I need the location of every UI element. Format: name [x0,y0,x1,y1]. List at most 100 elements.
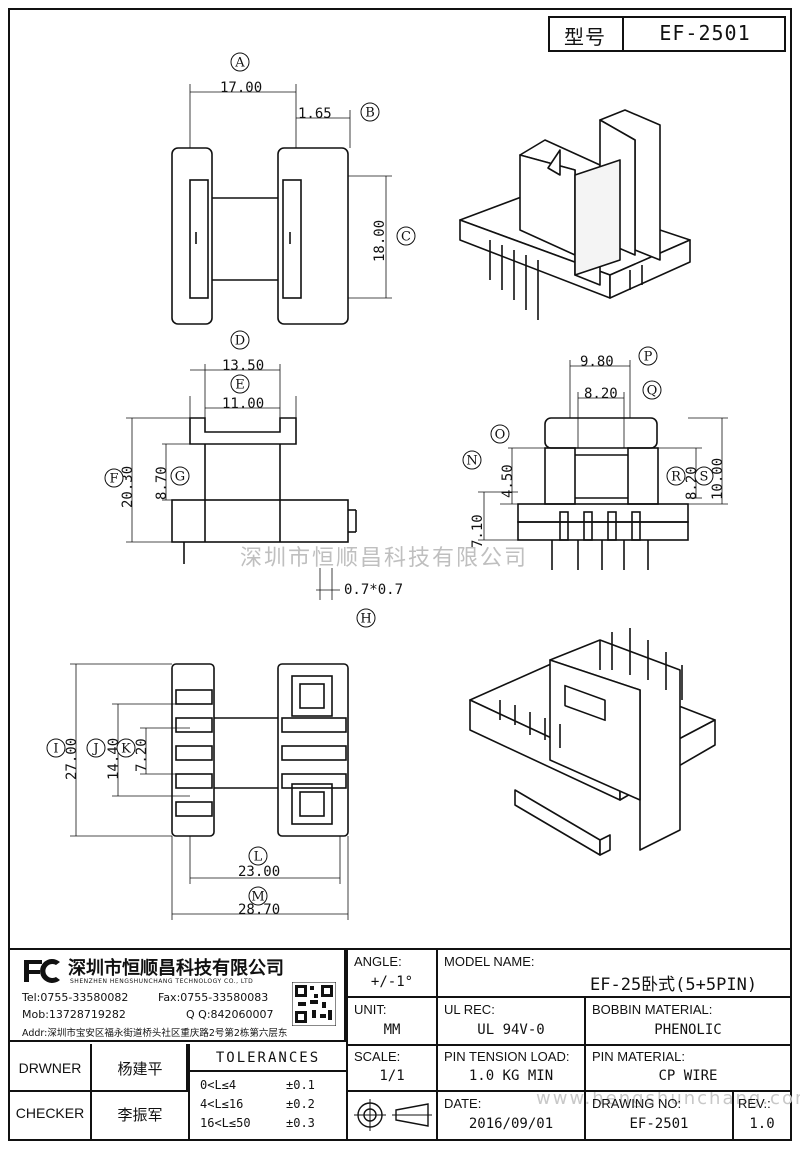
callout-q-circle [642,380,662,400]
callout-c-label: C [401,230,411,245]
callout-e-circle [230,374,250,394]
company-tel: Tel:0755-33580082 [22,991,129,1004]
company-mob: Mob:13728719282 [22,1008,126,1021]
technical-drawing [70,84,728,920]
callout-d-label: D [235,334,245,349]
pin-tension-value: 1.0 KG MIN [468,1068,554,1084]
watermark-url: www.hengshunchang.com [536,1088,800,1109]
qr-code-icon [292,982,336,1026]
checker-label: CHECKER [15,1105,85,1121]
tb-vline-4 [732,1090,734,1139]
iso-view-bottom [469,628,716,856]
bobbin-material-value: PHENOLIC [654,1022,722,1038]
callout-b-circle [360,102,380,122]
iso-view-top [459,109,691,320]
dim-b: 1.65 [298,106,332,122]
callout-r-label: R [671,470,682,485]
callout-f-label: F [109,472,118,487]
drawing-no-value: EF-2501 [629,1116,689,1132]
callout-g-circle [170,466,190,486]
callout-b-label: B [365,106,375,121]
tb-vline-3 [584,996,586,1139]
callout-n-label: N [466,454,477,469]
ul-rec-label: UL REC: [444,1002,495,1017]
callout-j-circle [86,738,106,758]
callout-r-circle [666,466,686,486]
pin-slots [175,689,347,817]
header-divider [622,16,624,52]
projection-symbol-icon [354,1099,432,1131]
callout-q-label: Q [647,384,658,399]
callout-l-label: L [254,850,263,865]
callout-a-circle [230,52,250,72]
company-name-cn: 深圳市恒顺昌科技有限公司 [68,958,284,979]
pin-material-value: CP WIRE [658,1068,718,1084]
dim-d: 13.50 [222,358,265,374]
header-box [548,16,786,52]
drawing-no-label: DRAWING NO: [592,1096,682,1111]
tb-hline-1 [348,996,790,998]
bobbin-material-label: BOBBIN MATERIAL: [592,1002,713,1017]
callout-h-label: H [360,612,371,627]
callout-h-circle [356,608,376,628]
callout-k-circle [116,738,136,758]
tb-hline-2 [348,1044,790,1046]
scale-value: 1/1 [379,1068,405,1084]
callout-f-circle [104,468,124,488]
dim-l: 23.00 [238,864,281,880]
bottom-view [70,663,349,920]
checker-value: 李振军 [117,1106,163,1124]
company-name-en: SHENZHEN HENGSHUNCHANG TECHNOLOGY CO., L… [70,978,254,985]
callout-n-circle [462,450,482,470]
callout-g-label: G [175,470,185,485]
model-name-label: MODEL NAME: [444,954,535,969]
dim-e: 11.00 [222,396,265,412]
pin-material-label: PIN MATERIAL: [592,1049,685,1064]
callout-s-label: S [700,470,709,485]
callout-m-label: M [251,890,264,905]
callout-j-label: J [91,742,98,757]
company-fax: Fax:0755-33580083 [158,991,269,1004]
callout-m-circle [248,886,268,906]
company-logo [24,959,60,983]
tb-hline-3 [348,1090,790,1092]
rev-label: REV.: [738,1096,771,1111]
angle-label: ANGLE: [354,954,402,969]
company-address: Addr:深圳市宝安区福永街道桥头社区重庆路2号第2栋第六层东 [22,1028,288,1039]
tol-header-line [190,1070,346,1072]
drawner-divider [90,1044,92,1139]
tol-value-2: ±0.2 [286,1097,315,1111]
tolerances-label: TOLERANCES [215,1050,321,1066]
dim-m: 28.70 [238,902,281,918]
type-label: 型号 [564,25,606,49]
drawner-value: 杨建平 [117,1060,163,1078]
date-label: DATE: [444,1096,482,1111]
callout-p-circle [638,346,658,366]
callout-p-label: P [644,350,653,365]
dim-p: 9.80 [580,354,614,370]
drawner-label: DRWNER [18,1060,82,1076]
angle-value: +/-1° [370,974,414,990]
dim-q: 8.20 [584,386,618,402]
tol-value-1: ±0.1 [286,1078,315,1092]
watermark-company: 深圳市恒顺昌科技有限公司 [240,546,529,571]
top-view [171,84,392,325]
title-block [8,948,792,1141]
company-block [10,950,346,1042]
callout-k-label: K [121,742,131,757]
model-name-value: EF-25卧式(5+5PIN) [590,975,758,995]
drawing-frame [8,8,792,1141]
pin-tension-label: PIN TENSION LOAD: [444,1049,570,1064]
model-code: EF-2501 [659,21,751,45]
dim-a: 17.00 [220,80,263,96]
rev-value: 1.0 [749,1116,775,1132]
tol-range-3: 16<L≤50 [200,1116,251,1130]
side-view [126,364,357,600]
callout-i-label: I [53,742,58,757]
callout-o-label: O [495,428,506,443]
tol-range-2: 4<L≤16 [200,1097,244,1111]
callout-e-label: E [235,378,245,393]
callout-i-circle [46,738,66,758]
callout-c-circle [396,226,416,246]
